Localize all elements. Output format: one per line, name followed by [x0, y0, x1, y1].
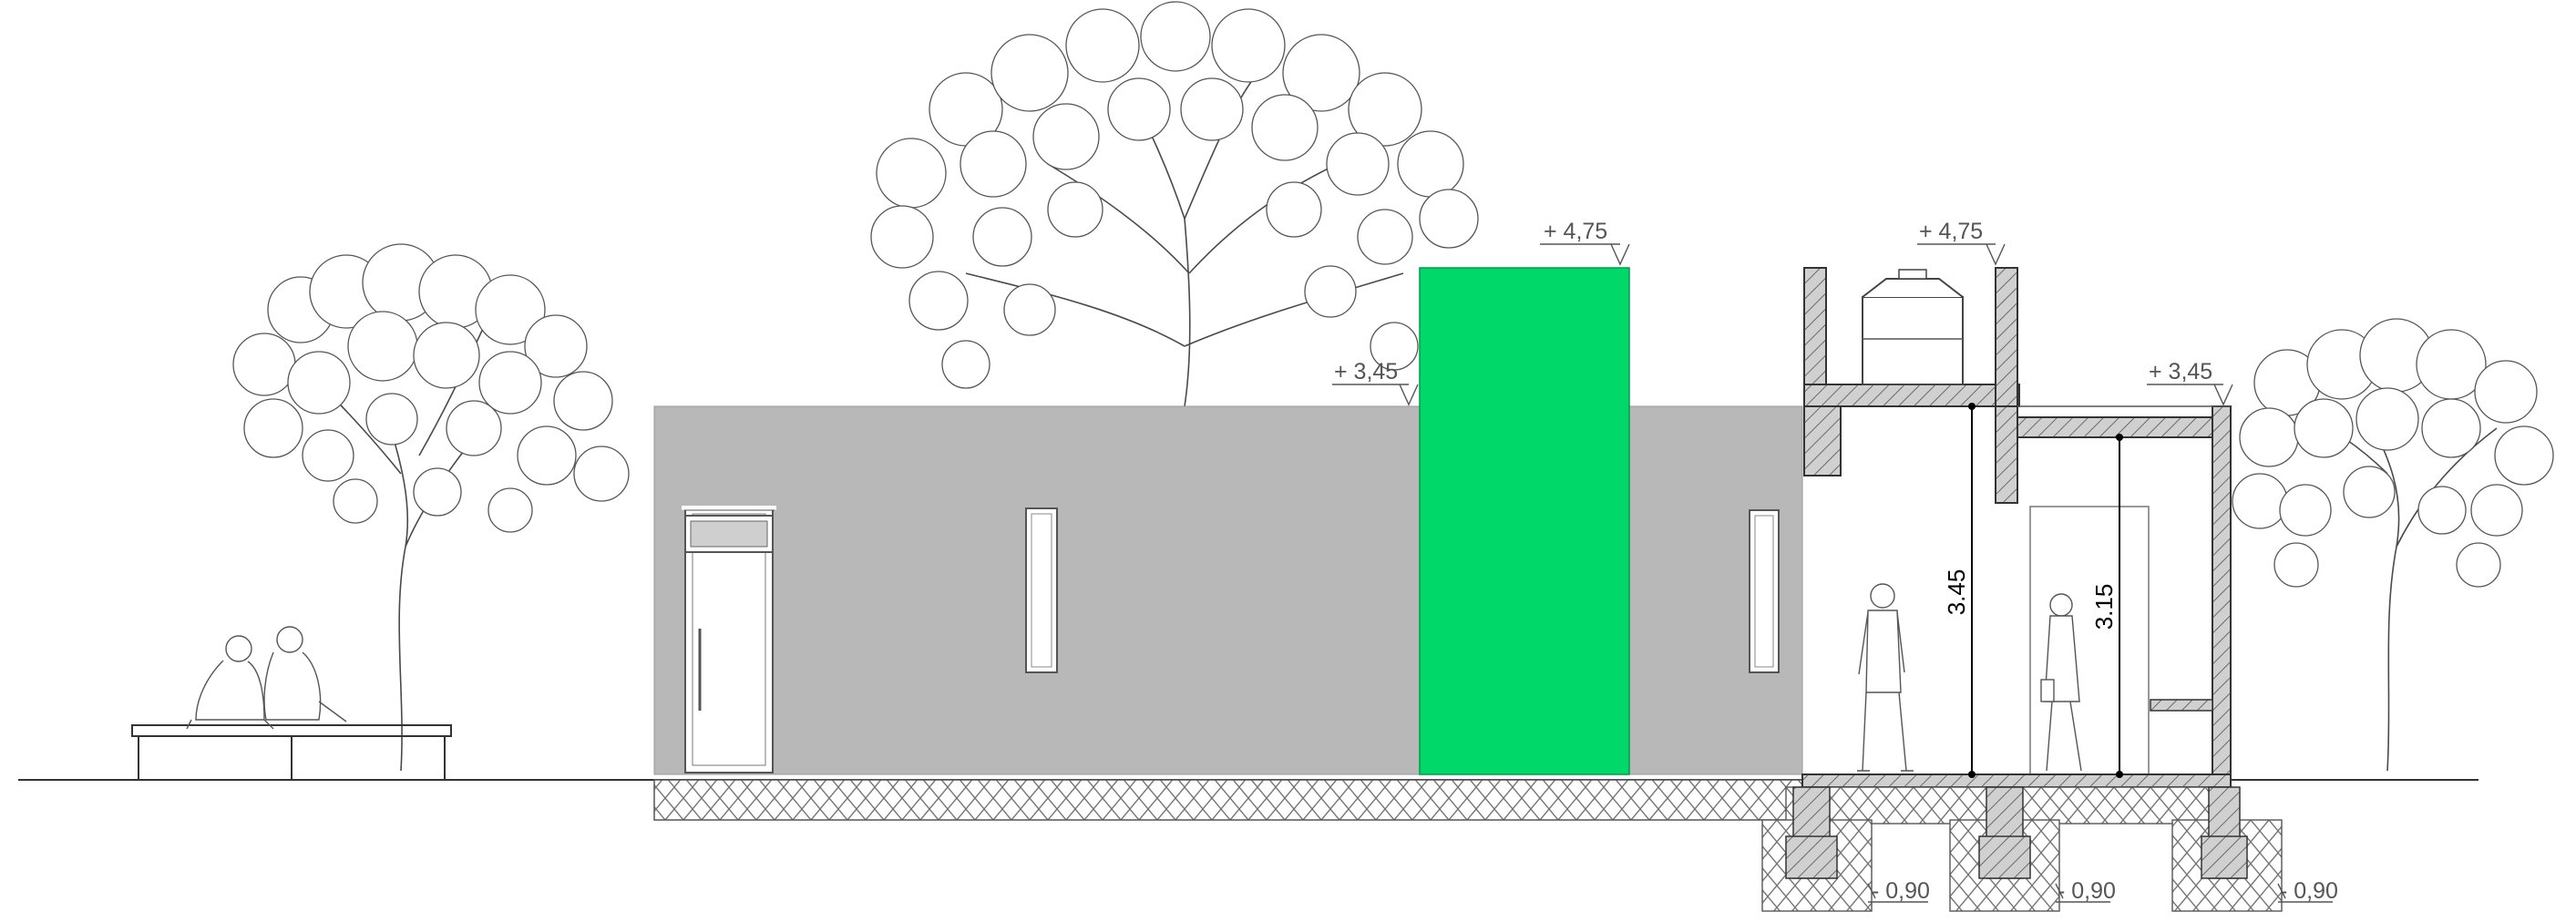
elevation-roof-left: + 3,45: [1334, 359, 1398, 384]
ground-slab: [653, 779, 1803, 821]
tree-left: [232, 243, 630, 772]
level-marker-roof-left: [1332, 384, 1419, 406]
elevation-roof-right: + 3,45: [2149, 359, 2212, 384]
height-label-right: 3.15: [2090, 584, 2118, 630]
accent-volume: [1419, 267, 1630, 775]
person-woman: [2040, 593, 2082, 772]
dimension-line-right: [2116, 434, 2123, 778]
seated-people: [186, 626, 347, 730]
level-marker-footing-1: [1867, 883, 1928, 903]
level-marker-roof-right: [2147, 384, 2233, 406]
person-man: [1857, 583, 1914, 772]
tree-center: [870, 1, 1479, 407]
dimension-line-left: [1968, 403, 1976, 778]
elevation-footing-2: - 0,90: [2058, 878, 2116, 904]
level-marker-green-top: [1540, 243, 1630, 266]
section-cut: [1801, 267, 2232, 788]
tree-right: [2232, 318, 2554, 772]
level-marker-footing-2: [2055, 883, 2110, 903]
bench: [131, 724, 452, 780]
water-tank: [1862, 269, 1964, 385]
slit-window-left: [1025, 507, 1058, 673]
elevation-footing-3: - 0,90: [2280, 878, 2338, 904]
foundations: [1761, 786, 2283, 912]
slit-window-right: [1749, 509, 1780, 673]
elevation-footing-1: - 0,90: [1872, 878, 1930, 904]
transom-inner: [690, 520, 768, 548]
height-label-left: 3.45: [1943, 569, 1970, 616]
elevation-green-top: + 4,75: [1544, 219, 1607, 244]
level-marker-footing-3: [2277, 883, 2333, 903]
elevation-section-top: + 4,75: [1919, 219, 1983, 244]
level-marker-section-top: [1917, 243, 2006, 266]
